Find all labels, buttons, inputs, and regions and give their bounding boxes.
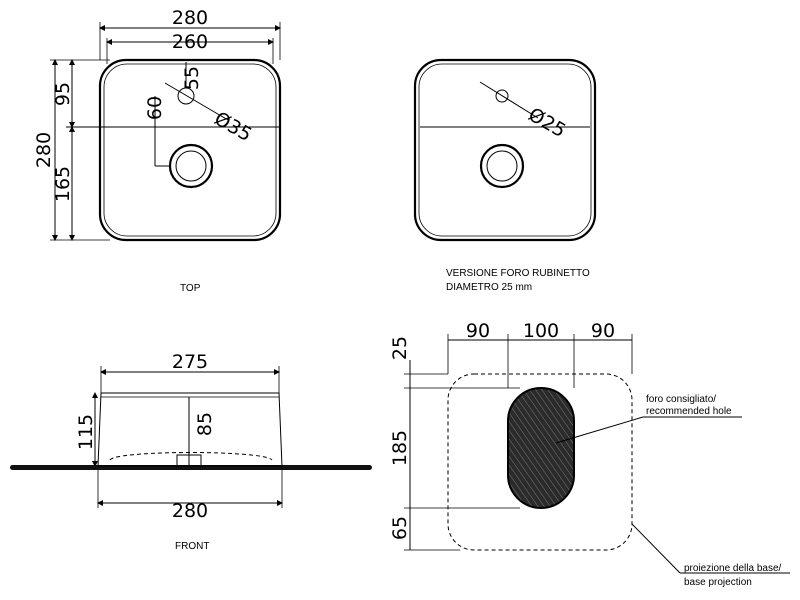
recommended-hole: [507, 387, 575, 509]
dim-overall-depth: 280: [33, 132, 55, 168]
version-caption-line2: DIAMETRO 25 mm: [446, 282, 532, 293]
base-view: 90 100 90 25 185 65 foro consigliato/ re…: [389, 320, 790, 588]
hole-note-line1: foro consigliato/: [646, 394, 716, 405]
top-view: 280 260 280 95 165 60 55 Ø35 TOP: [33, 7, 282, 294]
top-view-caption: TOP: [180, 283, 201, 294]
dim-overall-width: 280: [172, 7, 208, 29]
dim-upper-depth: 95: [52, 82, 74, 106]
dim-drain-diameter: Ø35: [211, 107, 256, 146]
hole-note-line2: recommended hole: [646, 406, 732, 417]
drain-outer: [479, 143, 525, 189]
dim-col-mid: 100: [523, 320, 559, 342]
dim-row-mid: 185: [389, 430, 411, 466]
dim-row-top: 25: [389, 336, 411, 360]
dim-tap-offset: 55: [181, 66, 203, 90]
basin-inner-outline: [418, 63, 592, 237]
dim-bowl-depth: 85: [194, 412, 216, 436]
basin-outline: [413, 58, 597, 242]
dim-tap-diameter: Ø25: [525, 103, 570, 142]
base-note-line2: base projection: [684, 577, 752, 588]
tap-leader: [164, 82, 229, 121]
dim-height: 115: [75, 414, 97, 450]
dim-row-bottom: 65: [389, 516, 411, 540]
base-note-line1: proiezione della base/: [684, 563, 782, 574]
dim-col-left: 90: [466, 320, 490, 342]
base-projection: [447, 373, 633, 551]
dim-col-right: 90: [591, 320, 615, 342]
basin-inner-outline: [103, 63, 277, 237]
basin-outline: [98, 58, 282, 242]
tap-leader: [479, 81, 539, 119]
tap-hole-version-view: Ø25 VERSIONE FORO RUBINETTO DIAMETRO 25 …: [413, 58, 597, 293]
drain-inner: [486, 150, 518, 182]
drain-inner: [175, 150, 207, 182]
version-caption-line1: VERSIONE FORO RUBINETTO: [446, 268, 590, 279]
front-view-caption: FRONT: [175, 541, 209, 552]
dim-inner-width: 260: [172, 31, 208, 53]
tap-hole: [495, 89, 509, 103]
bowl-profile: [109, 452, 273, 461]
dim-lower-depth: 165: [52, 166, 74, 202]
dim-bottom-width: 280: [172, 500, 208, 522]
dim-top-width: 275: [172, 351, 208, 373]
base-leader: [631, 523, 681, 574]
dim-hole-offset: 60: [144, 96, 166, 120]
hole-leader: [555, 416, 644, 444]
basin-body: [97, 392, 283, 467]
front-view: 275 280 115 85 FRONT: [10, 351, 372, 552]
